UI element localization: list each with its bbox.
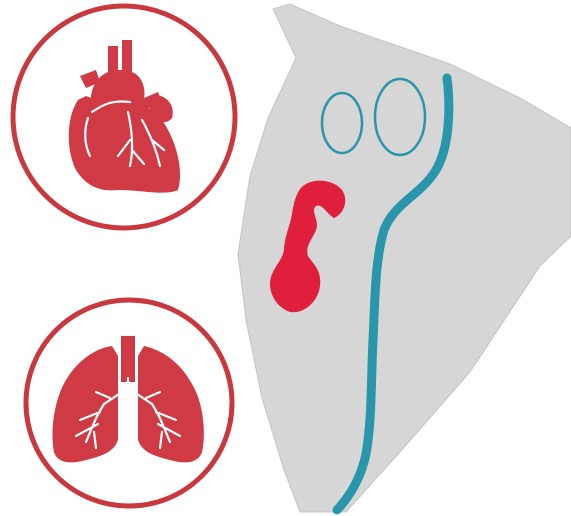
lungs-trachea [121, 336, 135, 382]
lungs-emblem [26, 300, 232, 506]
heart-emblem [13, 6, 235, 228]
